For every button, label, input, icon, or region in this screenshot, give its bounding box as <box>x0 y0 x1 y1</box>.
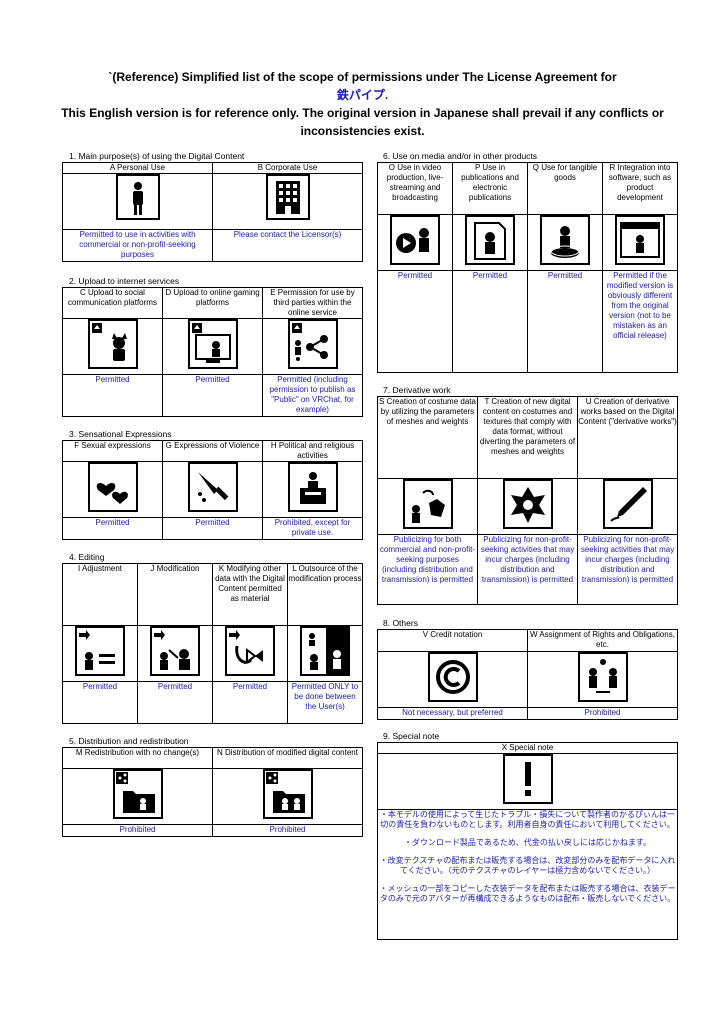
person-icon <box>62 173 213 230</box>
section-4-title: 4. Editing <box>69 552 105 562</box>
software-icon <box>602 214 678 271</box>
label-f: F Sexual expressions <box>62 440 163 462</box>
note-1: ・本モデルの使用によって生じたトラブル・損失について製作者のかるぴぃんは一切の責… <box>379 810 676 829</box>
section-2-title: 2. Upload to internet services <box>69 276 180 286</box>
label-o: O Use in video production, live-streamin… <box>377 162 453 215</box>
label-u: U Creation of derivative works based on … <box>577 396 678 479</box>
status-p: Permitted <box>452 270 528 373</box>
section-8-table: V Credit notation W Assignment of Rights… <box>377 629 678 720</box>
label-r: R Integration into software, such as pro… <box>602 162 678 215</box>
label-t: T Creation of new digital content on cos… <box>477 396 578 479</box>
assignment-icon <box>527 651 678 708</box>
header-line-1: `(Reference) Simplified list of the scop… <box>108 70 617 84</box>
status-h: Prohibited, except for private use. <box>262 517 363 540</box>
status-a: Permitted to use in activities with comm… <box>62 229 213 262</box>
note-4: ・メッシュの一部をコピーした衣装データを配布または販売する場合は、衣装データのみ… <box>379 884 676 903</box>
status-j: Permitted <box>137 681 213 724</box>
goods-icon <box>527 214 603 271</box>
status-w: Prohibited <box>527 707 678 720</box>
distribute-modified-icon <box>212 768 363 825</box>
section-2-table: C Upload to social communication platfor… <box>62 287 363 417</box>
label-g: G Expressions of Violence <box>162 440 263 462</box>
hearts-icon <box>62 461 163 518</box>
document-header: `(Reference) Simplified list of the scop… <box>50 68 675 140</box>
status-m: Prohibited <box>62 824 213 837</box>
label-n: N Distribution of modified digital conte… <box>212 747 363 769</box>
copyright-icon <box>377 651 528 708</box>
social-upload-icon <box>62 318 163 375</box>
special-notes: ・本モデルの使用によって生じたトラブル・損失について製作者のかるぴぃんは一切の責… <box>377 809 678 940</box>
texture-icon <box>477 478 578 535</box>
note-3: ・改変テクスチャの配布または販売する場合は、改変部分のみを配布データに入れてくだ… <box>379 856 676 875</box>
label-j: J Modification <box>137 563 213 626</box>
status-i: Permitted <box>62 681 138 724</box>
redistribute-icon <box>62 768 213 825</box>
status-d: Permitted <box>162 374 263 417</box>
label-x: X Special note <box>377 742 678 754</box>
adjust-icon <box>62 625 138 682</box>
status-t: Publicizing for non-profit-seeking activ… <box>477 534 578 605</box>
section-5-table: M Redistribution with no change(s) N Dis… <box>62 747 363 837</box>
status-u: Publicizing for non-profit-seeking activ… <box>577 534 678 605</box>
label-i: I Adjustment <box>62 563 138 626</box>
status-o: Permitted <box>377 270 453 373</box>
status-n: Prohibited <box>212 824 363 837</box>
section-1-title: 1. Main purpose(s) of using the Digital … <box>69 151 245 161</box>
share-icon <box>262 318 363 375</box>
section-3-title: 3. Sensational Expressions <box>69 429 172 439</box>
label-p: P Use in publications and electronic pub… <box>452 162 528 215</box>
label-e: E Permission for use by third parties wi… <box>262 287 363 319</box>
section-9-table: X Special note ・本モデルの使用によって生じたトラブル・損失につい… <box>377 742 678 940</box>
label-l: L Outsource of the modification process <box>287 563 363 626</box>
section-7-title: 7. Derivative work <box>383 385 451 395</box>
publication-icon <box>452 214 528 271</box>
section-5-title: 5. Distribution and redistribution <box>69 736 189 746</box>
exclamation-icon <box>377 753 678 810</box>
status-c: Permitted <box>62 374 163 417</box>
section-7-table: S Creation of costume data by utilizing … <box>377 396 678 605</box>
status-l: Permitted ONLY to be done between the Us… <box>287 681 363 724</box>
label-a: A Personal Use <box>62 162 213 174</box>
label-h: H Political and religious activities <box>262 440 363 462</box>
building-icon <box>212 173 363 230</box>
game-upload-icon <box>162 318 263 375</box>
label-d: D Upload to online gaming platforms <box>162 287 263 319</box>
label-m: M Redistribution with no change(s) <box>62 747 213 769</box>
label-w: W Assignment of Rights and Obligations, … <box>527 629 678 652</box>
section-3-table: F Sexual expressions G Expressions of Vi… <box>62 440 363 540</box>
status-v: Not necessary, but preferred <box>377 707 528 720</box>
status-b: Please contact the Licensor(s) <box>212 229 363 262</box>
label-b: B Corporate Use <box>212 162 363 174</box>
podium-icon <box>262 461 363 518</box>
video-icon <box>377 214 453 271</box>
label-q: Q Use for tangible goods <box>527 162 603 215</box>
label-v: V Credit notation <box>377 629 528 652</box>
product-name: 鉄パイプ. <box>336 88 389 102</box>
header-disclaimer: This English version is for reference on… <box>61 106 664 138</box>
pen-icon <box>577 478 678 535</box>
section-1-table: A Personal Use B Corporate Use Permitted… <box>62 162 363 262</box>
status-s: Publicizing for both commercial and non-… <box>377 534 478 605</box>
costume-icon <box>377 478 478 535</box>
material-icon <box>212 625 288 682</box>
section-9-title: 9. Special note <box>383 731 440 741</box>
status-f: Permitted <box>62 517 163 540</box>
status-r: Permitted if the modified version is obv… <box>602 270 678 373</box>
section-8-title: 8. Others <box>383 618 418 628</box>
label-s: S Creation of costume data by utilizing … <box>377 396 478 479</box>
status-q: Permitted <box>527 270 603 373</box>
section-4-table: I Adjustment J Modification K Modifying … <box>62 563 363 724</box>
note-2: ・ダウンロード製品であるため、代金の払い戻しには応じかねます。 <box>403 838 652 847</box>
label-k: K Modifying other data with the Digital … <box>212 563 288 626</box>
section-6-title: 6. Use on media and/or in other products <box>383 151 538 161</box>
status-e: Permitted (including permission to publi… <box>262 374 363 417</box>
label-c: C Upload to social communication platfor… <box>62 287 163 319</box>
status-k: Permitted <box>212 681 288 724</box>
outsource-icon <box>287 625 363 682</box>
section-6-table: O Use in video production, live-streamin… <box>377 162 678 373</box>
knife-icon <box>162 461 263 518</box>
status-g: Permitted <box>162 517 263 540</box>
modify-icon <box>137 625 213 682</box>
